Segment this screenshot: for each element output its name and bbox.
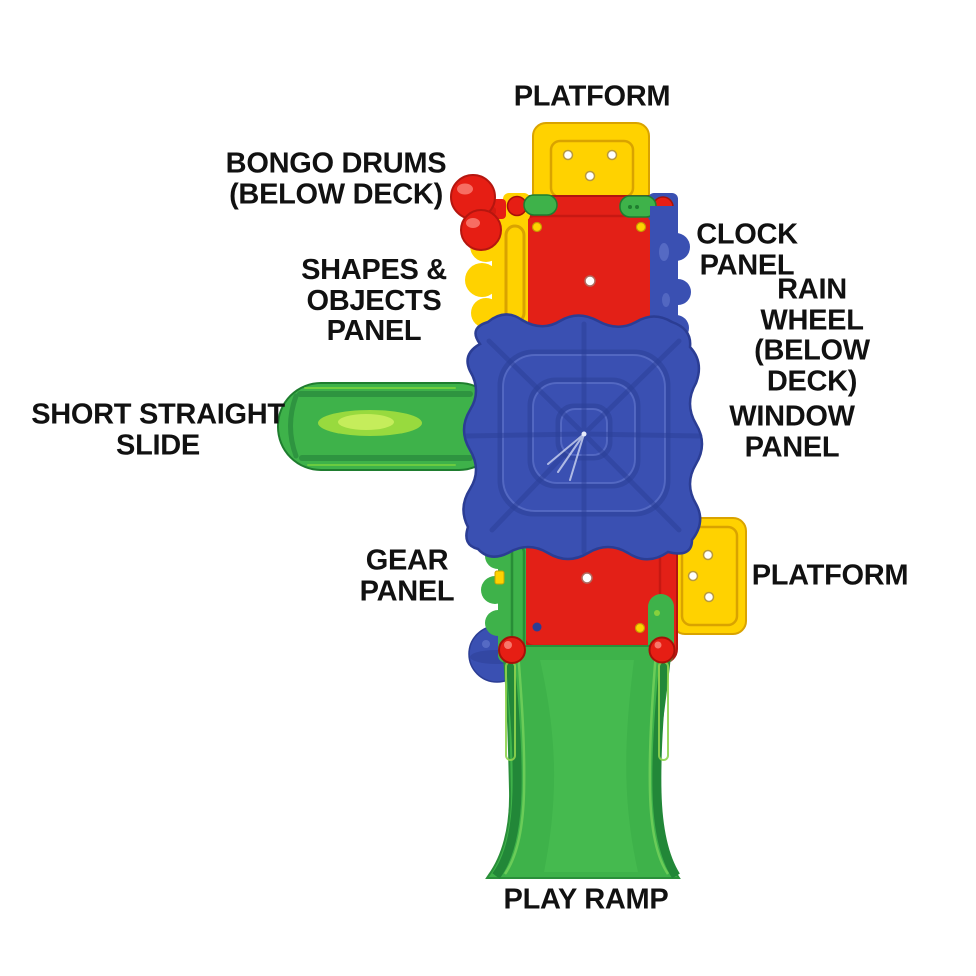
- ramp-knobs: [498, 636, 676, 664]
- deck-rollers: [523, 194, 657, 218]
- deck-corner-left: [503, 193, 530, 221]
- label-bongo-drums: BONGO DRUMS (BELOW DECK): [225, 147, 447, 210]
- label-play-ramp: PLAY RAMP: [503, 883, 669, 916]
- canopy-web-ridges: [463, 321, 703, 555]
- label-clock-panel: CLOCK PANEL: [696, 218, 798, 281]
- label-platform-top: PLATFORM: [513, 80, 671, 113]
- label-short-straight-slide: SHORT STRAIGHT SLIDE: [31, 398, 285, 461]
- label-rain-wheel: RAIN WHEEL (BELOW DECK): [754, 273, 870, 398]
- label-shapes-objects-panel: SHAPES & OBJECTS PANEL: [301, 253, 447, 348]
- upper-deck-rivets: [531, 221, 647, 287]
- right-platform-rivets: [687, 549, 715, 603]
- lower-deck-rivets: [532, 572, 646, 634]
- bongo-drums: [450, 174, 506, 251]
- top-platform: [532, 122, 650, 210]
- label-gear-panel: GEAR PANEL: [359, 544, 455, 607]
- canopy-sheen: [547, 433, 585, 481]
- play-ramp: [485, 645, 681, 879]
- top-platform-rivets: [562, 149, 618, 182]
- label-platform-right: PLATFORM: [751, 559, 909, 592]
- label-window-panel: WINDOW PANEL: [729, 400, 855, 463]
- spider-web-canopy: [462, 313, 704, 561]
